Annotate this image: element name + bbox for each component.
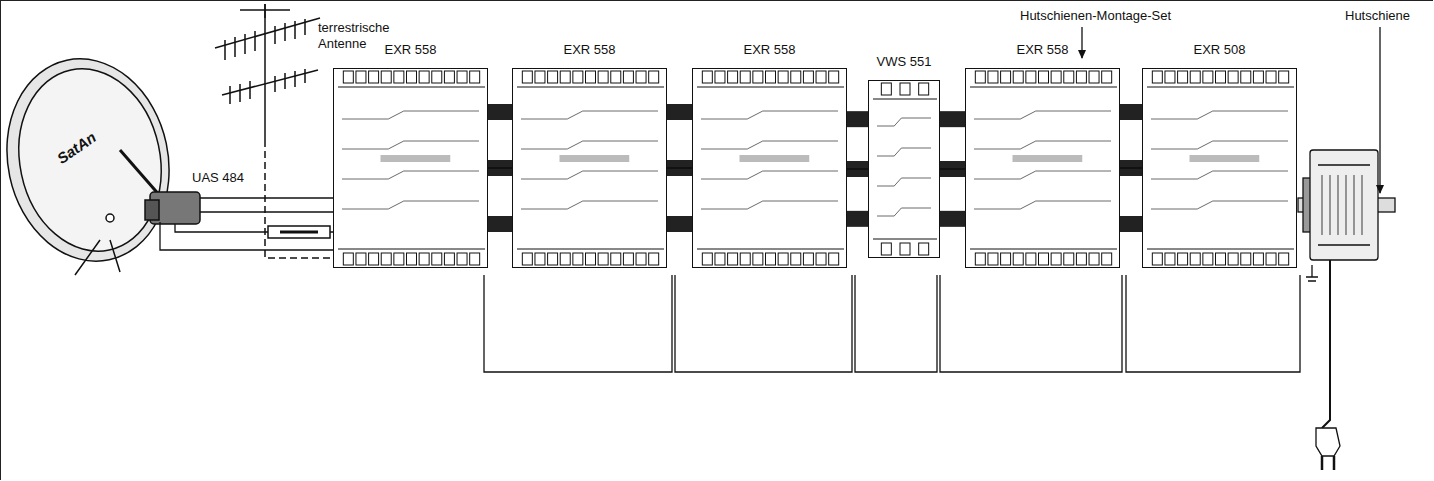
trunk-coupler: [488, 104, 512, 232]
unit-housing: [868, 80, 940, 258]
trunk-coupler: [847, 111, 868, 227]
unit-housing: [692, 68, 847, 268]
part-label: terrestrische Antenne: [318, 20, 398, 52]
multiswitch-unit: EXR 558: [692, 42, 847, 268]
multiswitch-unit: EXR 508: [1142, 42, 1297, 268]
part-label: Hutschienen-Montage-Set: [1020, 8, 1171, 24]
device-detail: [869, 81, 941, 259]
multiswitch-unit: EXR 558: [965, 42, 1120, 268]
unit-name: EXR 508: [1142, 42, 1297, 58]
unit-housing: [333, 68, 488, 268]
device-detail: [513, 69, 668, 269]
device-detail: [1143, 69, 1298, 269]
device-detail: [693, 69, 848, 269]
multiswitch-unit: EXR 558: [512, 42, 667, 268]
part-label: UAS 484: [192, 170, 244, 186]
unit-name: VWS 551: [868, 54, 940, 70]
unit-name: EXR 558: [965, 42, 1120, 58]
unit-name: EXR 558: [512, 42, 667, 58]
trunk-coupler: [667, 104, 692, 232]
unit-housing: [512, 68, 667, 268]
part-label: Hutschiene: [1345, 8, 1410, 24]
unit-housing: [1142, 68, 1297, 268]
device-detail: [334, 69, 489, 269]
unit-name: EXR 558: [692, 42, 847, 58]
unit-housing: [965, 68, 1120, 268]
trunk-coupler: [940, 111, 965, 227]
trunk-coupler: [1120, 104, 1142, 232]
multiswitch-unit: VWS 551: [868, 54, 940, 258]
multiswitch-unit: EXR 558: [333, 42, 488, 268]
device-detail: [966, 69, 1121, 269]
